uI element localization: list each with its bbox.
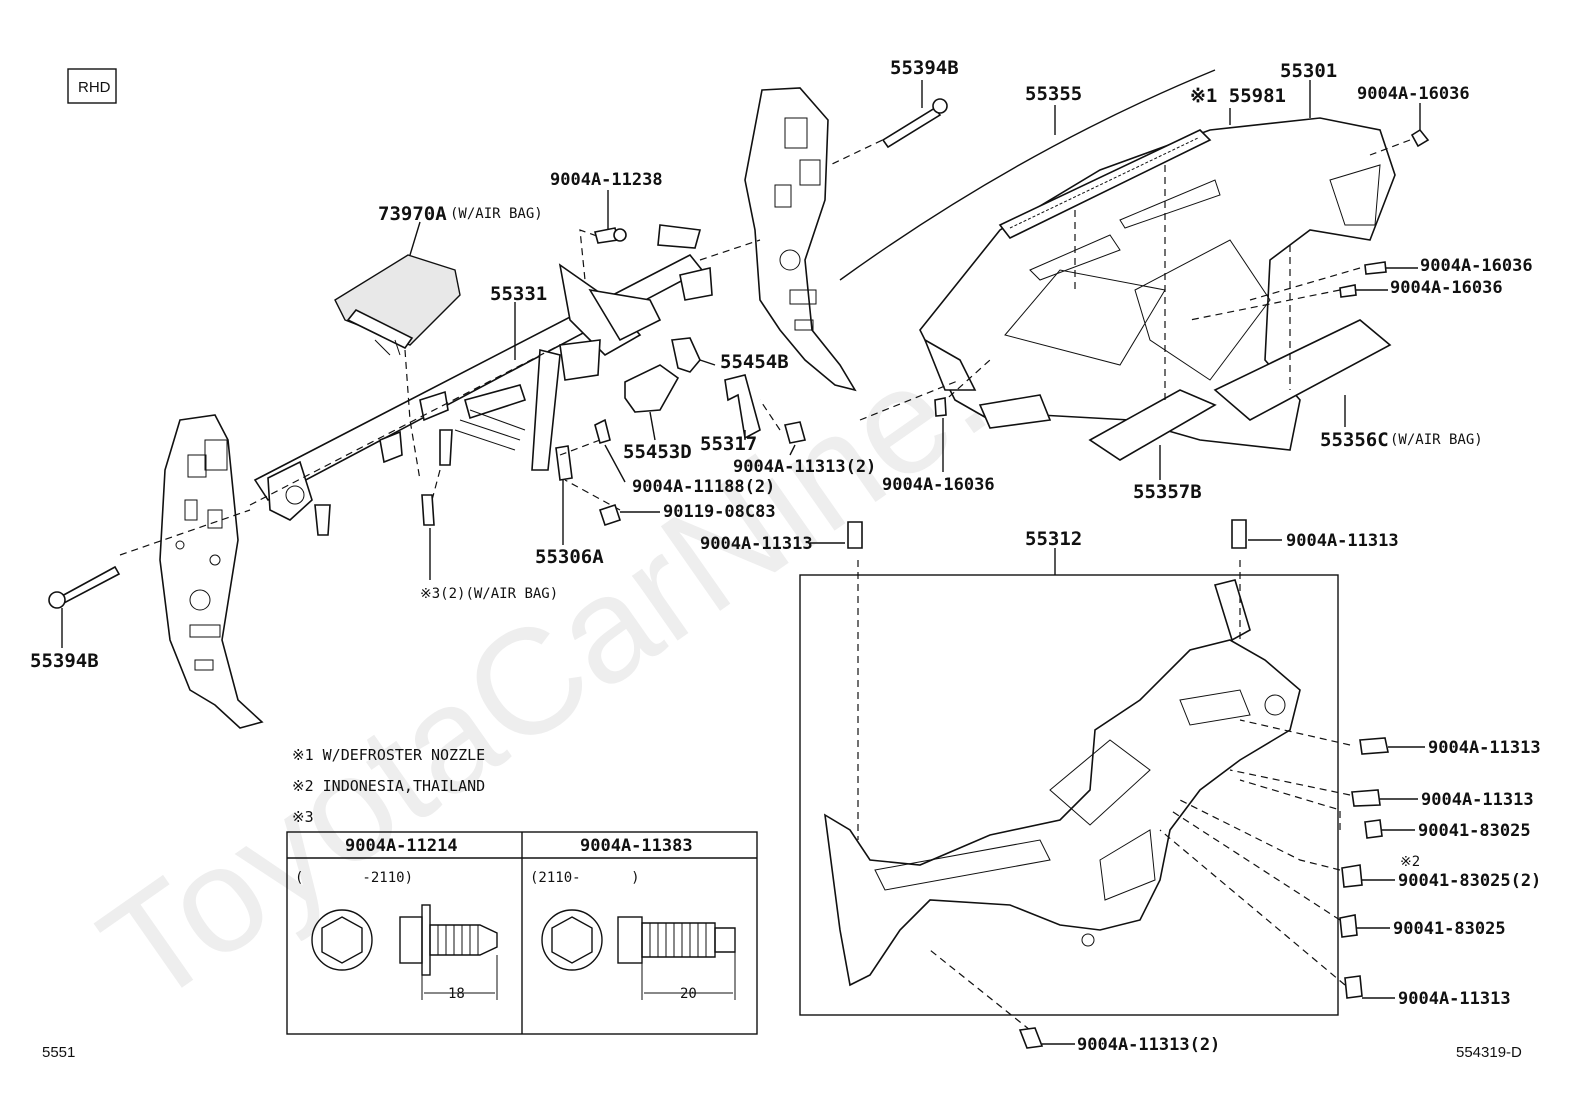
label-55312: 55312 [1025,528,1082,550]
rhd-box: RHD [67,68,117,104]
right-side-bracket [744,87,857,392]
bracket-55454b [671,337,701,373]
passenger-airbag [334,254,461,356]
bolt-11383-length: 20 [680,986,697,1002]
duct-55453d [624,364,680,413]
label-9004a-11313-left: 9004A-11313 [700,534,813,554]
label-73970a-note: (W/AIR BAG) [450,206,543,222]
label-9004a-11313-r3: 9004A-11313 [1398,989,1511,1009]
rhd-label: RHD [78,79,111,96]
defroster-nozzle [998,129,1212,240]
label-55306a: 55306A [535,546,604,568]
label-55981: ※1 55981 [1190,85,1286,107]
leader-lines [61,80,1425,1045]
label-55355: 55355 [1025,83,1082,105]
label-90119-08c83: 90119-08C83 [663,502,776,522]
assembly-dashed-lines [119,134,1411,1031]
label-55394b-left: 55394B [30,650,99,672]
bolt-11214-drawing: 18 [311,904,498,1002]
footnotes: ※1 W/DEFROSTER NOZZLE ※2 INDONESIA,THAIL… [292,746,485,826]
label-55453d: 55453D [623,441,692,463]
label-9004a-11313-right: 9004A-11313 [1286,531,1399,551]
page-ref: 5551 [42,1044,75,1061]
label-9004a-16036-a: 9004A-16036 [1357,84,1470,104]
label-9004a-11188-2: 9004A-11188(2) [632,477,775,497]
label-9004a-11313-r1: 9004A-11313 [1428,738,1541,758]
table-col1-header: 9004A-11214 [345,836,458,856]
lower-dash-panel [823,579,1301,987]
sheet-55356c [1213,319,1392,421]
left-side-bracket [159,414,264,729]
fastener-table: 9004A-11214 9004A-11383 ( -2110) (2110- … [286,831,758,1035]
label-90041-83025-2: 90041-83025(2) [1398,871,1541,891]
instrument-panel-reinforcement [253,224,713,536]
table-col2-header: 9004A-11383 [580,836,693,856]
label-9004a-16036-b: 9004A-16036 [1420,256,1533,276]
label-55331: 55331 [490,283,547,305]
table-col1-range: ( -2110) [295,870,413,886]
label-90041-83025-b: 90041-83025 [1393,919,1506,939]
label-9004a-11313-2: 9004A-11313(2) [733,457,876,477]
label-9004a-11313-r2: 9004A-11313 [1421,790,1534,810]
upper-dash-panel [919,117,1396,451]
part-labels: 55394B 55355 ※1 55981 55301 9004A-16036 … [30,57,1541,1055]
bracket-55306a [555,445,573,481]
label-9004a-16036-c: 9004A-16036 [1390,278,1503,298]
label-55356c-note: (W/AIR BAG) [1390,432,1483,448]
label-55454b: 55454B [720,351,789,373]
label-note2-mark: ※2 [1400,854,1420,870]
table-col2-range: (2110- ) [530,870,640,886]
label-9004a-16036-d: 9004A-16036 [882,475,995,495]
bolt-11214-length: 18 [448,986,465,1002]
sheet-55357b [1088,389,1217,461]
label-73970a: 73970A [378,203,447,225]
fasteners [48,98,1430,1049]
label-55301: 55301 [1280,60,1337,82]
label-90041-83025-a: 90041-83025 [1418,821,1531,841]
lower-panel-box [799,574,1339,1016]
molding-55355 [839,69,1216,281]
label-55394b-top: 55394B [890,57,959,79]
diagram-code: 554319-D [1456,1044,1522,1061]
label-9004a-11313-bottom: 9004A-11313(2) [1077,1035,1220,1055]
label-note3-bolt: ※3(2)(W/AIR BAG) [420,586,558,602]
note-2: ※2 INDONESIA,THAILAND [292,777,485,795]
label-9004a-11238: 9004A-11238 [550,170,663,190]
label-55356c: 55356C [1320,429,1389,451]
note-1: ※1 W/DEFROSTER NOZZLE [292,746,485,764]
label-55357b: 55357B [1133,481,1202,503]
note-3: ※3 [292,808,314,826]
label-55317: 55317 [700,433,757,455]
bolt-11383-drawing: 20 [541,909,736,1002]
